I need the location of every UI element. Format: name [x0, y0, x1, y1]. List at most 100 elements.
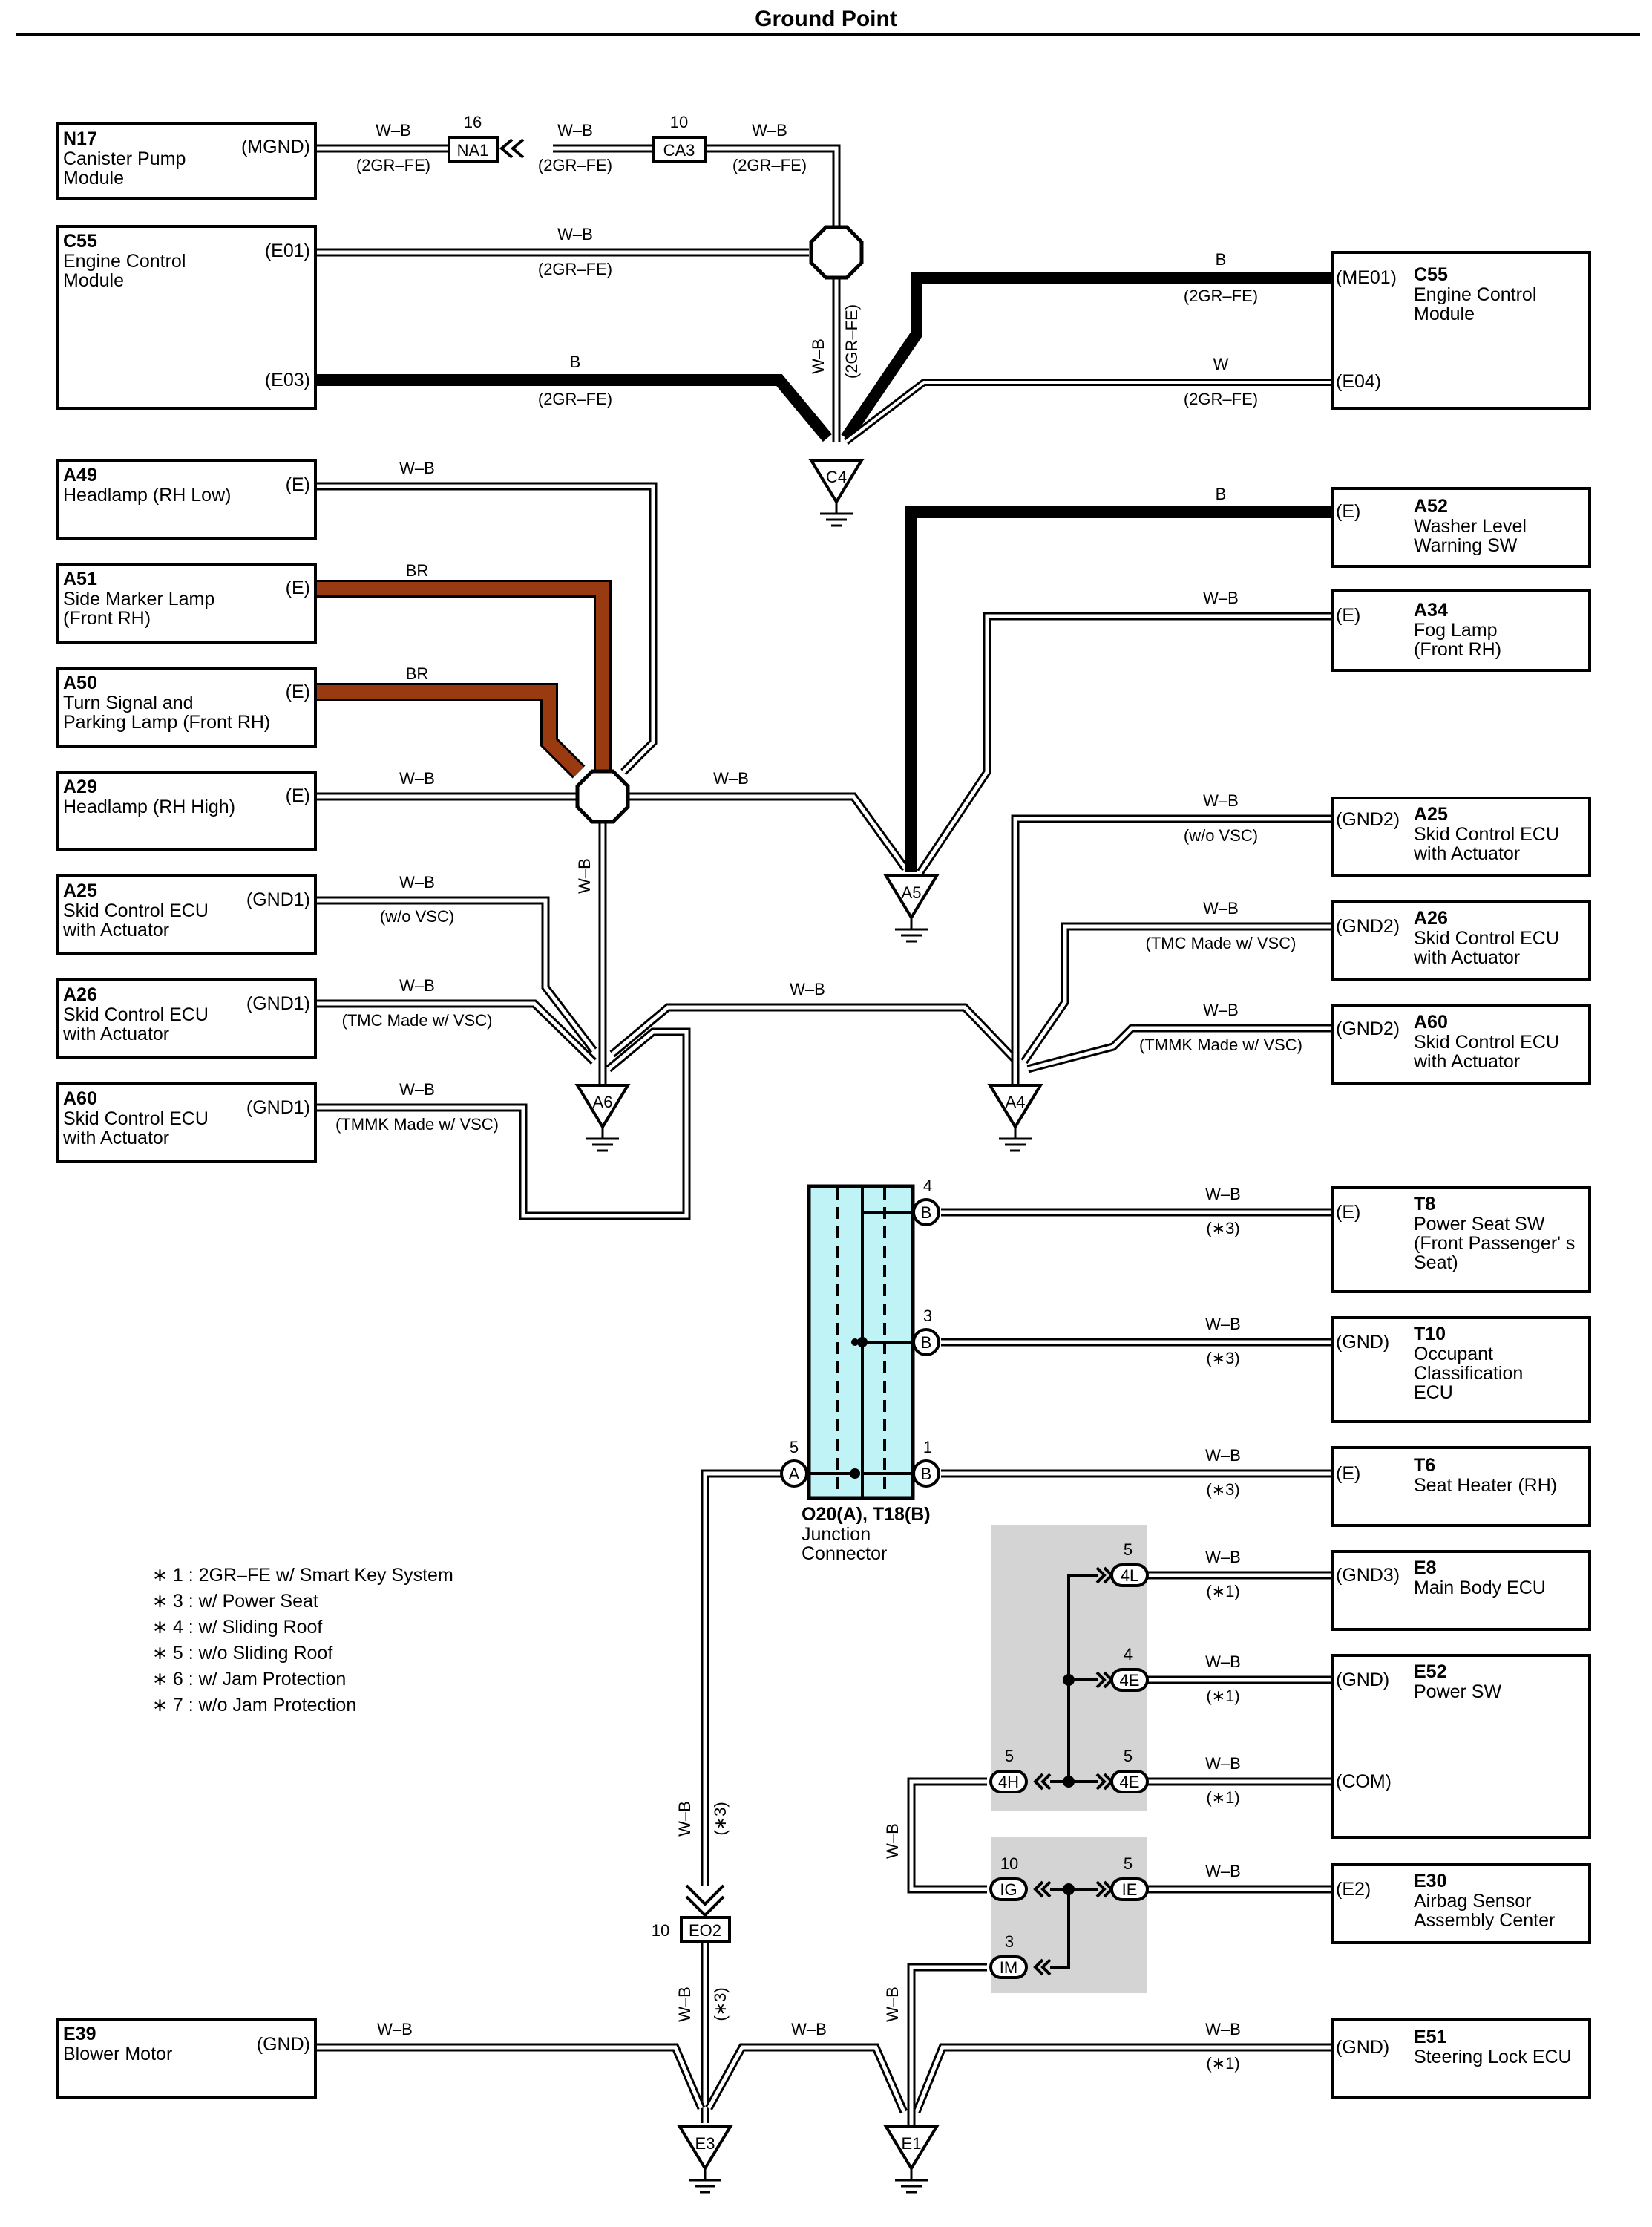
- ground-e1: E1: [885, 2125, 938, 2194]
- svg-text:(E): (E): [286, 578, 310, 598]
- svg-text:Canister Pump: Canister Pump: [63, 148, 186, 169]
- svg-text:∗ 5 : w/o Sliding Roof: ∗ 5 : w/o Sliding Roof: [152, 1643, 332, 1664]
- svg-text:Engine Control: Engine Control: [63, 251, 186, 272]
- component-e8: (GND3) E8 Main Body ECU: [1331, 1550, 1591, 1631]
- svg-text:B: B: [921, 1203, 932, 1222]
- svg-text:4H: 4H: [998, 1773, 1019, 1791]
- svg-text:E30: E30: [1414, 1871, 1446, 1891]
- svg-text:(GND): (GND): [1336, 2037, 1389, 2058]
- component-c55-right: (ME01) (E04) C55 Engine Control Module: [1331, 251, 1591, 410]
- svg-text:BR: BR: [406, 664, 429, 683]
- svg-text:EO2: EO2: [689, 1921, 721, 1940]
- svg-text:E3: E3: [695, 2134, 715, 2153]
- svg-text:W–B: W–B: [377, 2020, 413, 2038]
- svg-text:Connector: Connector: [802, 1543, 887, 1564]
- svg-text:W–B: W–B: [557, 121, 593, 140]
- svg-text:E1: E1: [902, 2134, 922, 2153]
- svg-text:5: 5: [1124, 1540, 1133, 1559]
- svg-text:A50: A50: [63, 673, 97, 693]
- svg-text:(∗1): (∗1): [1206, 1788, 1239, 1807]
- component-a49: A49 Headlamp (RH Low) (E): [56, 459, 317, 540]
- svg-text:(GND3): (GND3): [1336, 1565, 1400, 1586]
- svg-text:∗ 7 : w/o Jam Protection: ∗ 7 : w/o Jam Protection: [152, 1695, 356, 1716]
- svg-text:Main Body ECU: Main Body ECU: [1414, 1577, 1546, 1598]
- page-title: Ground Point: [755, 7, 897, 31]
- svg-text:∗ 6 : w/ Jam Protection: ∗ 6 : w/ Jam Protection: [152, 1669, 346, 1690]
- svg-text:(E): (E): [286, 474, 310, 495]
- connector-ie: IE 5: [1095, 1854, 1149, 1901]
- svg-text:5: 5: [1124, 1854, 1133, 1873]
- svg-text:CA3: CA3: [663, 141, 695, 160]
- svg-text:W–B: W–B: [399, 1080, 435, 1099]
- svg-text:Module: Module: [1414, 304, 1475, 324]
- svg-text:Seat Heater (RH): Seat Heater (RH): [1414, 1475, 1557, 1496]
- svg-text:10: 10: [1000, 1854, 1018, 1873]
- svg-text:(GND2): (GND2): [1336, 1018, 1400, 1039]
- svg-text:Power SW: Power SW: [1414, 1681, 1501, 1702]
- svg-text:Junction: Junction: [802, 1524, 871, 1545]
- component-a52: (E) A52 Washer Level Warning SW: [1331, 487, 1591, 568]
- footnotes: ∗ 1 : 2GR–FE w/ Smart Key System ∗ 3 : w…: [152, 1565, 453, 1716]
- svg-text:W: W: [1213, 355, 1229, 373]
- svg-text:Seat): Seat): [1414, 1252, 1458, 1273]
- svg-text:Airbag Sensor: Airbag Sensor: [1414, 1891, 1531, 1912]
- connector-4h: 4H 5: [989, 1747, 1052, 1793]
- component-a50: A50 Turn Signal and Parking Lamp (Front …: [56, 667, 317, 748]
- svg-text:W–B: W–B: [713, 769, 749, 788]
- svg-text:W–B: W–B: [791, 2020, 827, 2038]
- svg-text:(E): (E): [1336, 1463, 1360, 1484]
- component-a25-right: (GND2) A25 Skid Control ECU with Actuato…: [1331, 797, 1591, 877]
- svg-text:A25: A25: [1414, 804, 1448, 825]
- svg-text:A25: A25: [63, 880, 97, 901]
- ground-a6: A6: [576, 1084, 629, 1152]
- svg-text:W–B: W–B: [1203, 899, 1239, 918]
- svg-text:W–B: W–B: [575, 858, 594, 894]
- svg-text:W–B: W–B: [675, 1986, 694, 2022]
- svg-text:(∗3): (∗3): [1206, 1219, 1239, 1237]
- connector-4l: 4L 5: [1095, 1540, 1149, 1587]
- svg-text:W–B: W–B: [1205, 1754, 1241, 1773]
- svg-text:5: 5: [1124, 1747, 1133, 1765]
- ground-e3: E3: [678, 2125, 732, 2194]
- svg-text:Turn Signal and: Turn Signal and: [63, 693, 194, 713]
- svg-text:W–B: W–B: [376, 121, 411, 140]
- svg-text:C55: C55: [1414, 264, 1448, 285]
- svg-text:with Actuator: with Actuator: [1413, 1051, 1520, 1072]
- svg-text:T10: T10: [1414, 1324, 1446, 1344]
- svg-text:∗ 3 : w/ Power Seat: ∗ 3 : w/ Power Seat: [152, 1591, 318, 1612]
- svg-text:W–B: W–B: [883, 1823, 902, 1859]
- svg-text:with Actuator: with Actuator: [62, 920, 169, 941]
- svg-text:W–B: W–B: [883, 1986, 902, 2022]
- component-a26-right: (GND2) A26 Skid Control ECU with Actuato…: [1331, 900, 1591, 981]
- svg-text:A52: A52: [1414, 496, 1448, 517]
- component-e52: (GND) (COM) E52 Power SW: [1331, 1654, 1591, 1839]
- bus-dot: [1063, 1883, 1075, 1895]
- svg-text:B: B: [921, 1333, 932, 1352]
- wire-n17-c4: [315, 144, 841, 230]
- svg-text:4: 4: [1124, 1645, 1133, 1664]
- svg-text:(2GR–FE): (2GR–FE): [538, 390, 612, 408]
- svg-text:Washer Level: Washer Level: [1414, 516, 1527, 537]
- svg-text:(GND1): (GND1): [246, 889, 310, 910]
- component-a26-left: A26 Skid Control ECU with Actuator (GND1…: [56, 978, 317, 1059]
- svg-text:(ME01): (ME01): [1336, 267, 1397, 288]
- svg-text:Skid Control ECU: Skid Control ECU: [63, 1004, 209, 1025]
- svg-text:10: 10: [670, 113, 688, 131]
- wire-labels: W–B (2GR–FE) W–B (2GR–FE) W–B (2GR–FE) W…: [335, 121, 1302, 2073]
- svg-text:(TMC Made w/ VSC): (TMC Made w/ VSC): [342, 1011, 493, 1030]
- connector-ca3: CA3 10: [652, 113, 707, 163]
- svg-text:A5: A5: [902, 883, 922, 902]
- component-e51: (GND) E51 Steering Lock ECU: [1331, 2018, 1591, 2099]
- svg-text:B: B: [921, 1465, 932, 1483]
- svg-text:(E): (E): [286, 785, 310, 806]
- svg-text:Blower Motor: Blower Motor: [63, 2044, 172, 2064]
- svg-text:(∗3): (∗3): [711, 1802, 730, 1835]
- svg-text:W–B: W–B: [1205, 1548, 1241, 1566]
- svg-text:W–B: W–B: [399, 873, 435, 892]
- svg-text:(TMC Made w/ VSC): (TMC Made w/ VSC): [1146, 934, 1297, 952]
- svg-text:4E: 4E: [1120, 1671, 1140, 1690]
- svg-text:W–B: W–B: [399, 459, 435, 477]
- svg-text:W–B: W–B: [790, 980, 825, 998]
- svg-text:(w/o VSC): (w/o VSC): [1184, 826, 1258, 845]
- svg-text:ECU: ECU: [1414, 1382, 1453, 1403]
